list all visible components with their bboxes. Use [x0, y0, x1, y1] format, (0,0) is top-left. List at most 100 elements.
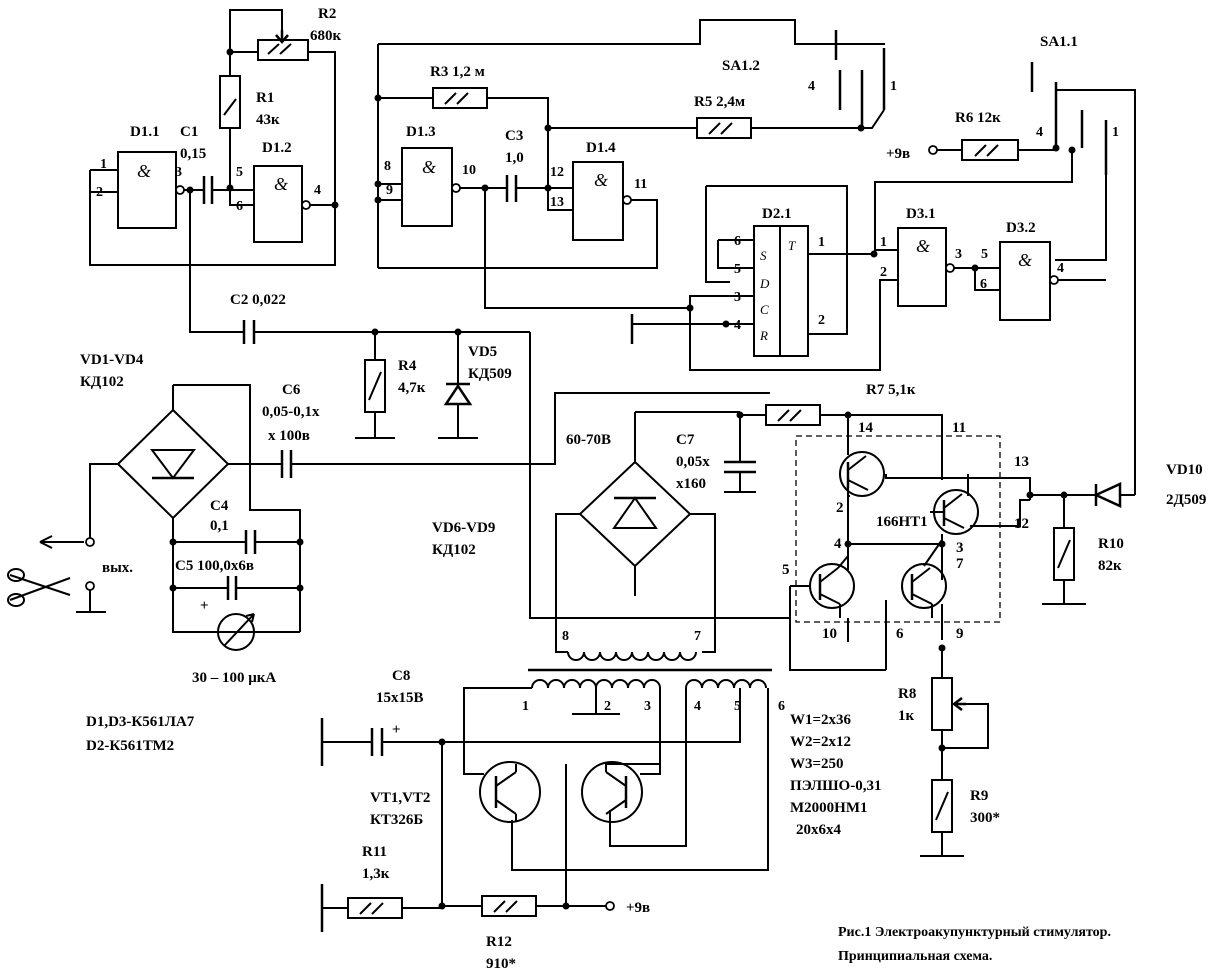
vt-label: VT1,VT2: [370, 790, 430, 806]
pin-label: 8: [562, 629, 569, 644]
pin-label: 12: [1014, 516, 1029, 532]
r11-name: R11: [362, 844, 387, 860]
resistor-r1: [219, 75, 241, 129]
r1-name: R1: [256, 90, 274, 106]
r4-name: R4: [398, 358, 417, 374]
wire-note: ПЭЛШО-0,31: [790, 778, 881, 794]
d3-1-symbol: &: [916, 236, 930, 256]
pin-label: 11: [634, 177, 647, 192]
pin-label: 8: [384, 159, 391, 174]
vd1-type: КД102: [80, 374, 124, 390]
sa1-1-label: SA1.1: [1040, 34, 1078, 50]
pin-label: 2: [836, 500, 844, 516]
pin-label: 2: [96, 185, 103, 200]
notes: D1,D3-К561ЛА7 D2-К561ТМ2 W1=2x36 W2=2x12…: [86, 712, 1111, 964]
r8-value: 1к: [898, 708, 915, 724]
pin-label: 1: [890, 79, 897, 94]
resistor-r5: [696, 117, 752, 139]
pin-label: 5: [782, 562, 790, 578]
d1-2-label: D1.2: [262, 140, 292, 156]
oscillator-d1-3: R3 1,2 м SA1.2 R5 2,4м 4 1 D1.3 C3 1,0 D…: [374, 19, 897, 309]
vt-type: КТ326Б: [370, 812, 423, 828]
gate-d1-3: [401, 147, 453, 227]
c3-name: C3: [505, 128, 523, 144]
r9-name: R9: [970, 788, 988, 804]
output-stage: VD1-VD4 КД102 R4 4,7к VD5 КД509 C6 0,05-…: [7, 328, 790, 686]
output-label: вых.: [102, 560, 133, 576]
pin-label: 1: [880, 235, 887, 250]
pin-label: 13: [550, 195, 564, 210]
c7-name: C7: [676, 432, 695, 448]
bridge-vd6-vd9: [578, 460, 692, 568]
resistor-r7: [765, 404, 821, 426]
r8-name: R8: [898, 686, 916, 702]
supply-plus9-bottom: +9в: [626, 900, 650, 916]
pin-label: 3: [644, 699, 651, 714]
hv-rectifier: 60-70В C7 0,05x x160 R7 5,1к: [555, 382, 943, 640]
r3-label: R3 1,2 м: [430, 64, 485, 80]
vd6-type: КД102: [432, 542, 476, 558]
r10-name: R10: [1098, 536, 1124, 552]
c7-value-1: 0,05x: [676, 454, 710, 470]
chip-note-d2: D2-К561ТМ2: [86, 738, 174, 754]
pin-label: 4: [694, 699, 701, 714]
d1-3-symbol: &: [422, 157, 436, 177]
supply-plus9-top: +9в: [886, 146, 910, 162]
caption-line-1: Рис.1 Электроакупунктурный стимулятор.: [838, 925, 1111, 940]
pin-label: 5: [734, 699, 741, 714]
pin-label: 10: [822, 626, 837, 642]
r7-label: R7 5,1к: [866, 382, 916, 398]
c8-name: C8: [392, 668, 410, 684]
transistor-vt2: [581, 761, 643, 823]
ic-label: 166НТ1: [876, 514, 928, 530]
c3-value: 1,0: [505, 150, 524, 166]
pin-label: 4: [734, 318, 741, 333]
winding-w1: [531, 679, 661, 689]
pin-label: 3: [734, 290, 741, 305]
d1-4-symbol: &: [594, 170, 608, 190]
pin-label: 3: [955, 247, 962, 262]
gate-d1-1: [117, 151, 177, 229]
c5-plus: +: [200, 598, 209, 614]
pin-label: 4: [314, 183, 321, 198]
pin-label: 7: [956, 556, 964, 572]
c6-value-2: x 100в: [268, 428, 310, 444]
core-size-note: 20x6x4: [796, 822, 842, 838]
r6-label: R6 12к: [955, 110, 1001, 126]
trig-t: T: [788, 238, 796, 253]
trig-s: S: [760, 248, 767, 263]
r2-name: R2: [318, 6, 336, 22]
pin-label: 1: [1112, 125, 1119, 140]
c7-value-2: x160: [676, 476, 706, 492]
c4-name: C4: [210, 498, 229, 514]
winding-w2-note: W2=2x12: [790, 734, 851, 750]
winding-w1-note: W1=2x36: [790, 712, 852, 728]
trig-d: D: [759, 276, 770, 291]
logic-d2-d3: SA1.1 R6 12к +9в 4 1 D2.1 D3.1 D3.2 & & …: [630, 34, 1136, 495]
r1-value: 43к: [256, 112, 280, 128]
pin-label: 3: [956, 540, 964, 556]
c8-value: 15x15B: [376, 690, 424, 706]
resistor-r6: [961, 139, 1019, 161]
pin-label: 9: [386, 183, 393, 198]
pin-label: 4: [808, 79, 815, 94]
pin-label: 1: [818, 235, 825, 250]
d1-2-symbol: &: [274, 174, 288, 194]
d3-1-label: D3.1: [906, 206, 936, 222]
pin-label: 6: [980, 277, 987, 292]
sa1-2-label: SA1.2: [722, 58, 760, 74]
pin-label: 14: [858, 420, 874, 436]
output-arrow-icon: [39, 535, 84, 549]
pin-label: 11: [952, 420, 966, 436]
pin-label: 7: [694, 629, 701, 644]
pin-label: 3: [175, 165, 182, 180]
c5-label: C5 100,0x6в: [175, 558, 254, 574]
pin-label: 12: [550, 165, 564, 180]
trig-c: C: [760, 302, 769, 317]
d3-2-label: D3.2: [1006, 220, 1036, 236]
ic-outline: [795, 435, 1001, 623]
pin-label: 5: [734, 262, 741, 277]
pin-label: 2: [818, 313, 825, 328]
meter-range: 30 – 100 μкА: [192, 670, 276, 686]
